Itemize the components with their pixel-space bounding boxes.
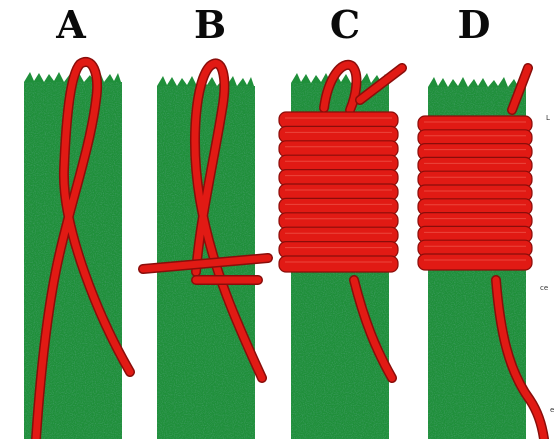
coil-c-wrap-8 <box>279 213 398 229</box>
step-label-d: D <box>458 2 491 47</box>
coil-c-wrap-4 <box>279 155 398 171</box>
coil-c-wrap-11 <box>279 256 398 272</box>
step-c-panel <box>279 65 402 439</box>
coil-wraps-c <box>279 112 398 272</box>
step-label-b: B <box>194 2 226 47</box>
step-label-c: C <box>330 2 360 47</box>
coil-c-wrap-7 <box>279 198 398 214</box>
edge-note-middle: ce <box>540 284 548 292</box>
coil-c-wrap-1 <box>279 112 398 128</box>
coil-c-wrap-2 <box>279 126 398 142</box>
coil-c-wrap-3 <box>279 141 398 157</box>
coil-wraps-d <box>418 116 532 270</box>
coil-d-wrap-11 <box>418 254 532 270</box>
edge-note-top: L <box>546 114 550 122</box>
coil-c-wrap-5 <box>279 170 398 186</box>
coil-c-wrap-10 <box>279 242 398 258</box>
step-label-a: A <box>55 2 86 47</box>
step-a-panel <box>24 62 130 439</box>
coil-c-wrap-9 <box>279 227 398 243</box>
coil-c-wrap-6 <box>279 184 398 200</box>
step-b-panel <box>143 63 268 439</box>
edge-note-bottom: e <box>550 406 554 414</box>
step-d-panel: L ce e <box>418 68 554 439</box>
